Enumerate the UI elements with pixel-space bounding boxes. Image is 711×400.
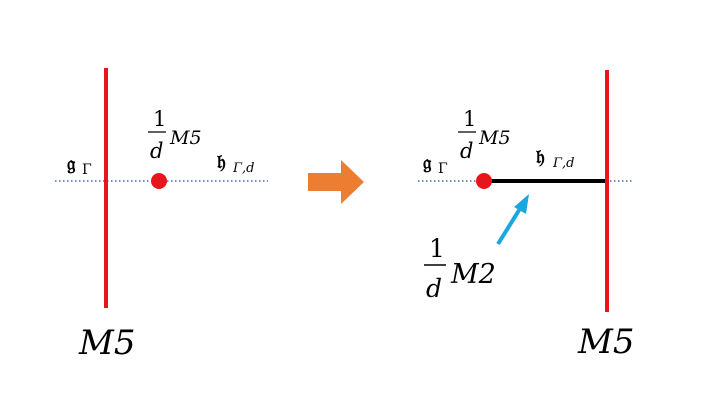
right-panel: 𝔤 Γ 1 d M5 𝔥 Γ,d 1 d M2 M5 — [418, 70, 634, 362]
left-h-label: 𝔥 — [216, 151, 226, 173]
left-brane-label: M5 — [78, 323, 135, 363]
left-g-label: 𝔤 — [67, 153, 76, 175]
m2-label: M2 — [450, 259, 496, 290]
pointer-arrow-icon — [496, 194, 529, 246]
m2-frac-numerator: 1 — [429, 234, 445, 263]
m2-frac-denominator: d — [426, 274, 442, 303]
right-point-label: M5 — [478, 127, 511, 149]
right-h-subscript: Γ,d — [552, 156, 574, 171]
right-arrow-icon — [308, 160, 364, 204]
left-point-label: M5 — [169, 127, 202, 149]
right-g-subscript: Γ — [438, 161, 448, 177]
left-frac-denominator: d — [150, 139, 163, 163]
right-brane-label: M5 — [577, 322, 634, 362]
right-g-label: 𝔤 — [423, 152, 432, 174]
left-g-subscript: Γ — [82, 162, 92, 178]
left-frac-numerator: 1 — [153, 107, 166, 131]
left-h-subscript: Γ,d — [232, 161, 254, 176]
right-h-label: 𝔥 — [535, 146, 545, 168]
right-fractional-m5-point — [476, 173, 492, 189]
left-fractional-m5-point — [151, 173, 167, 189]
right-frac-denominator: d — [460, 139, 473, 163]
left-panel: 𝔤 Γ 1 d M5 𝔥 Γ,d M5 — [55, 68, 268, 363]
right-frac-numerator: 1 — [463, 107, 476, 131]
